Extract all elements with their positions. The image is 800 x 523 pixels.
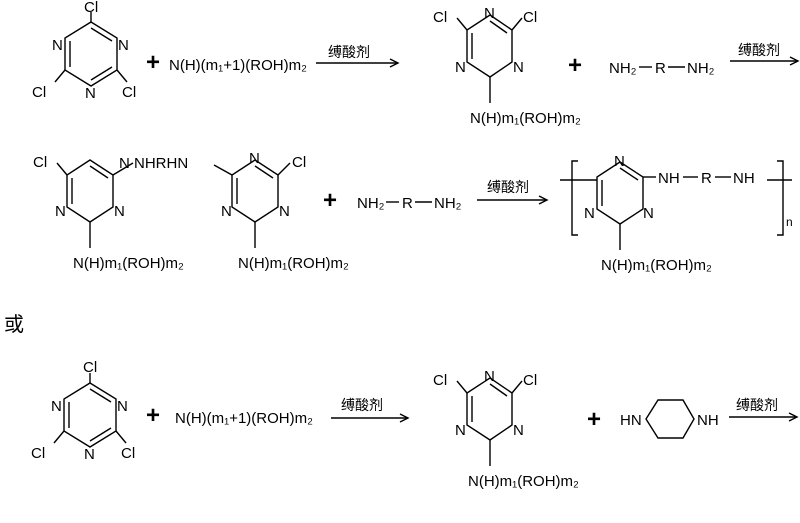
diamine-2: NH₂ R NH₂ <box>357 195 462 212</box>
nitrogen-atom: N <box>279 203 290 220</box>
nitrogen-atom: N <box>643 205 654 222</box>
nitrogen-atom: N <box>114 203 125 220</box>
nitrogen-atom: N <box>513 59 524 76</box>
substituent-label: N(H)m₁(ROH)m₂ <box>470 110 581 127</box>
cyanuric-chloride-2: Cl Cl Cl N N N <box>31 359 135 463</box>
dichlorotriazine-1: Cl Cl N N N N(H)m₁(ROH)m₂ <box>433 5 581 127</box>
chlorine-atom: Cl <box>31 445 45 462</box>
amine-reagent-label: N(H)(m₁+1)(ROH)m₂ <box>175 410 313 427</box>
reaction-arrow-4: 缚酸剂 <box>331 397 410 423</box>
acid-binding-agent-label: 缚酸剂 <box>738 42 780 58</box>
or-label: 或 <box>4 312 24 336</box>
plus-sign: + <box>323 187 337 214</box>
nitrogen-atom: N <box>584 205 595 222</box>
amine-group-label: NH₂ <box>687 60 715 77</box>
substituent-label: N(H)m₁(ROH)m₂ <box>468 473 579 490</box>
nitrogen-atom: N <box>84 446 95 463</box>
nitrogen-atom: N <box>484 368 495 385</box>
reaction-arrow-3: 缚酸剂 <box>477 179 549 205</box>
nitrogen-atom: N <box>85 85 96 102</box>
piperazine: HN NH <box>620 399 719 439</box>
amine-group-label: NH <box>658 170 680 187</box>
substituent-label: N(H)m₁(ROH)m₂ <box>238 255 349 272</box>
amine-group-label: NH₂ <box>357 195 385 212</box>
chlorine-atom: Cl <box>32 84 46 101</box>
chlorine-atom: Cl <box>523 372 537 389</box>
polymer-product: n N N N NH R NH N(H)m₁(ROH)m₂ <box>560 153 793 274</box>
bridge-label: NHRHN <box>134 155 188 172</box>
chlorine-atom: Cl <box>33 154 47 171</box>
acid-binding-agent-label: 缚酸剂 <box>487 179 529 195</box>
reaction-arrow-2: 缚酸剂 <box>730 42 800 66</box>
reaction-arrow-1: 缚酸剂 <box>316 44 400 68</box>
acid-binding-agent-label: 缚酸剂 <box>341 397 383 413</box>
nitrogen-atom: N <box>614 153 625 170</box>
diamine-1: NH₂ R NH₂ <box>609 60 715 77</box>
chlorine-atom: Cl <box>121 445 135 462</box>
chlorine-atom: Cl <box>433 372 447 389</box>
repeat-index-label: n <box>786 215 793 229</box>
amine-group-label: NH₂ <box>434 195 462 212</box>
nitrogen-atom: N <box>119 155 130 172</box>
amine-reagent-label: N(H)(m₁+1)(ROH)m₂ <box>169 57 307 74</box>
nitrogen-atom: N <box>455 422 466 439</box>
nitrogen-atom: N <box>117 398 128 415</box>
dichlorotriazine-2: Cl Cl N N N N(H)m₁(ROH)m₂ <box>433 368 579 490</box>
amine-group-label: NH <box>733 170 755 187</box>
plus-sign: + <box>146 49 160 76</box>
substituent-label: N(H)m₁(ROH)m₂ <box>73 255 184 272</box>
nitrogen-atom: N <box>513 422 524 439</box>
plus-sign: + <box>568 52 582 79</box>
chlorine-atom: Cl <box>84 0 98 16</box>
substituent-label: N(H)m₁(ROH)m₂ <box>601 257 712 274</box>
nitrogen-atom: N <box>484 5 495 22</box>
nitrogen-atom: N <box>455 59 466 76</box>
r-group-label: R <box>701 170 712 187</box>
r-group-label: R <box>655 60 666 77</box>
bis-triazine: Cl N N N NHRHN N(H)m₁(ROH)m₂ N N N Cl N(… <box>33 150 349 272</box>
chlorine-atom: Cl <box>523 9 537 26</box>
acid-binding-agent-label: 缚酸剂 <box>736 397 778 413</box>
nitrogen-atom: N <box>221 203 232 220</box>
chlorine-atom: Cl <box>292 154 306 171</box>
amine-group-label: NH₂ <box>609 60 637 77</box>
r-group-label: R <box>402 195 413 212</box>
amine-group-label: NH <box>697 412 719 429</box>
chlorine-atom: Cl <box>433 9 447 26</box>
nitrogen-atom: N <box>118 37 129 54</box>
reaction-arrow-5: 缚酸剂 <box>729 397 799 422</box>
acid-binding-agent-label: 缚酸剂 <box>328 44 370 60</box>
plus-sign: + <box>146 402 160 429</box>
cyanuric-chloride-1: Cl Cl Cl N N N <box>32 0 136 102</box>
chlorine-atom: Cl <box>83 359 97 376</box>
amine-group-label: HN <box>620 412 642 429</box>
chlorine-atom: Cl <box>122 84 136 101</box>
nitrogen-atom: N <box>55 203 66 220</box>
nitrogen-atom: N <box>51 398 62 415</box>
nitrogen-atom: N <box>52 37 63 54</box>
nitrogen-atom: N <box>249 150 260 167</box>
plus-sign: + <box>587 406 601 433</box>
